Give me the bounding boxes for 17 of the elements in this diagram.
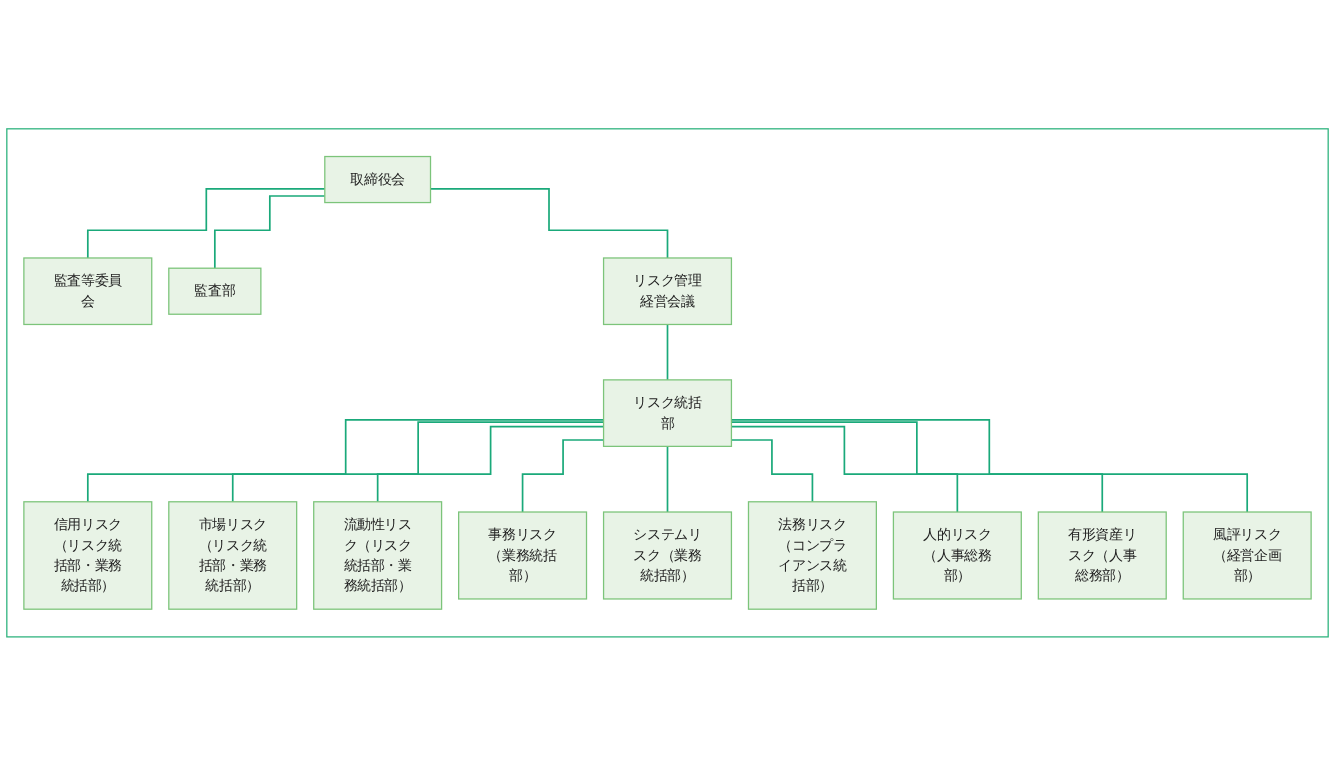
node-box: 人的リスク（人事総務部）	[892, 511, 1022, 600]
cluster	[6, 127, 1329, 638]
node-box: 監査等委員会	[23, 256, 153, 325]
node-box: 監査部	[168, 267, 262, 315]
node-box: 風評リスク（経営企画部）	[1182, 511, 1312, 600]
node-box: リスク統括部	[602, 378, 733, 447]
node-box: 信用リスク（リスク統括部・業務統括部）	[23, 500, 153, 610]
node-box: 法務リスク（コンプライアンス統括部）	[747, 500, 877, 610]
node-box: 事務リスク（業務統括部）	[458, 511, 588, 600]
node-box: リスク管理経営会議	[602, 256, 733, 325]
node-box: システムリスク（業務統括部）	[602, 511, 733, 600]
connector	[666, 323, 669, 381]
node-box: 有形資産リスク（人事総務部）	[1037, 511, 1167, 600]
node-box: 市場リスク（リスク統括部・業務統括部）	[168, 500, 298, 610]
node-box: 流動性リスク（リスク統括部・業務統括部）	[313, 500, 443, 610]
node-box: 取締役会	[324, 155, 432, 203]
connector	[666, 445, 669, 513]
